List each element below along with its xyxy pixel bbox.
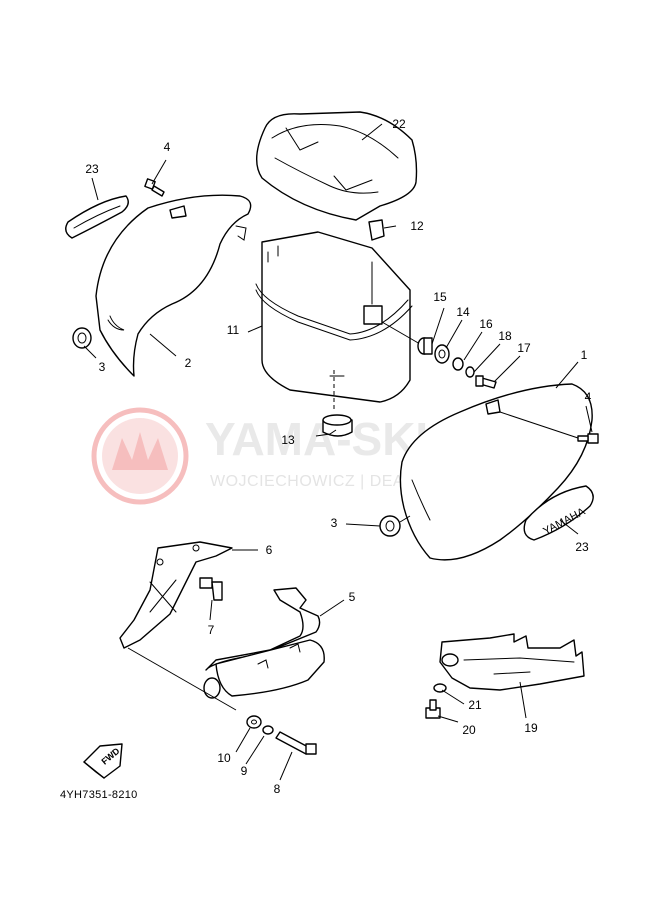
callout-9: 9 bbox=[241, 764, 248, 778]
callout-16: 16 bbox=[479, 317, 493, 331]
watermark-logo bbox=[91, 407, 189, 505]
callout-6: 6 bbox=[266, 543, 273, 557]
callout-2: 2 bbox=[185, 356, 192, 370]
part-11-battery-box bbox=[255, 231, 413, 412]
callout-14: 14 bbox=[456, 305, 470, 319]
part-6-bracket bbox=[119, 541, 233, 649]
part-5-bracket bbox=[203, 587, 325, 699]
callout-13: 13 bbox=[281, 433, 295, 447]
part-14-grommet bbox=[434, 344, 450, 364]
callout-20: 20 bbox=[462, 723, 476, 737]
part-4-bolt-right bbox=[499, 411, 599, 444]
part-8-bolt bbox=[275, 731, 317, 755]
callout-3-left: 3 bbox=[99, 360, 106, 374]
callout-4-left: 4 bbox=[164, 140, 171, 154]
part-4-bolt-left bbox=[144, 178, 165, 197]
callout-23-left: 23 bbox=[85, 162, 99, 176]
fwd-arrow-icon: FWD bbox=[83, 743, 123, 779]
callout-5: 5 bbox=[349, 590, 356, 604]
part-17-bolt bbox=[475, 375, 497, 389]
part-12-clip bbox=[368, 219, 385, 241]
part-16-washer bbox=[452, 357, 464, 371]
part-22-battery-top-cover bbox=[256, 111, 418, 221]
callout-labels: 22 12 11 13 4 23 2 3 15 14 16 18 17 1 4 … bbox=[85, 117, 591, 796]
fastener-chain bbox=[381, 321, 497, 389]
callout-23-right: 23 bbox=[575, 540, 589, 554]
callout-4-right: 4 bbox=[585, 390, 592, 404]
callout-11: 11 bbox=[227, 323, 240, 337]
callout-17: 17 bbox=[517, 341, 531, 355]
leader-lines bbox=[83, 123, 593, 781]
callout-3-right: 3 bbox=[331, 516, 338, 530]
diagram-code: 4YH7351-8210 bbox=[60, 789, 138, 801]
callout-8: 8 bbox=[274, 782, 281, 796]
part-3-grommet-right bbox=[379, 515, 411, 537]
callout-10: 10 bbox=[217, 751, 231, 765]
callout-19: 19 bbox=[524, 721, 538, 735]
callout-21: 21 bbox=[468, 698, 482, 712]
callout-1: 1 bbox=[581, 348, 588, 362]
callout-7: 7 bbox=[208, 623, 215, 637]
part-19-bracket bbox=[439, 633, 585, 691]
callout-15: 15 bbox=[433, 290, 447, 304]
part-20-bolt bbox=[425, 699, 441, 719]
part-7-bolt bbox=[199, 577, 223, 601]
callout-22: 22 bbox=[392, 117, 406, 131]
part-13-rubber-cushion bbox=[322, 414, 353, 437]
part-1-right-side-cover bbox=[399, 383, 593, 561]
part-2-left-side-cover bbox=[95, 194, 252, 377]
part-3-grommet-left bbox=[72, 327, 92, 349]
part-18-spring-washer bbox=[465, 366, 475, 378]
callout-12: 12 bbox=[410, 219, 424, 233]
part-9-washer bbox=[262, 725, 274, 735]
fastener-chain-lower bbox=[127, 647, 317, 755]
part-10-washer bbox=[246, 715, 262, 729]
part-15-collar bbox=[417, 337, 433, 355]
part-23-emblem-left bbox=[65, 195, 129, 239]
part-21-washer bbox=[433, 683, 447, 693]
callout-18: 18 bbox=[498, 329, 512, 343]
